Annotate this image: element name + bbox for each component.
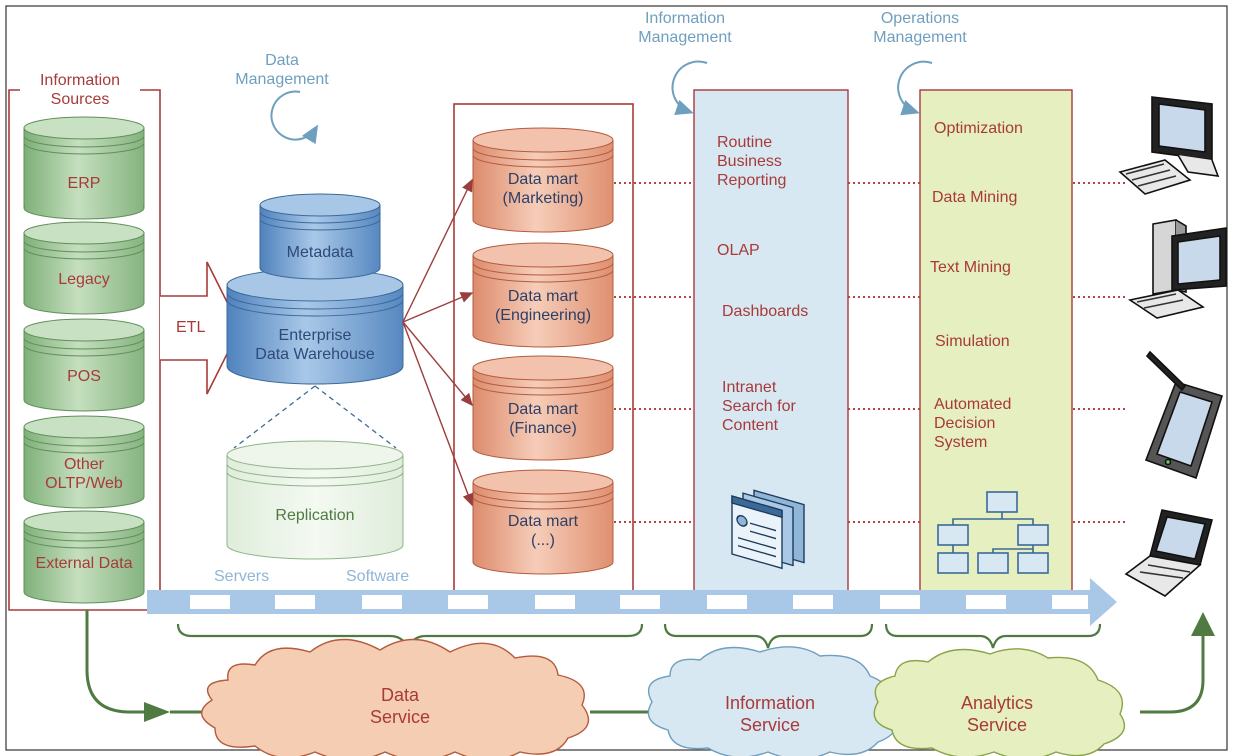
report-pages-icon <box>731 489 805 570</box>
automated-decision-label: Automated Decision System <box>934 396 1012 452</box>
flow-arrowhead-end <box>1191 612 1215 636</box>
information-management-label: Information Management <box>638 10 732 47</box>
legacy-cylinder <box>23 221 145 315</box>
outer-frame <box>5 5 1228 751</box>
data-service-label: Data Service <box>369 685 431 727</box>
simulation-label: Simulation <box>935 333 1010 350</box>
flow-arrowhead-start <box>144 702 170 722</box>
mart-marketing <box>472 127 614 233</box>
mart-engineering-label: Data mart (Engineering) <box>494 288 592 325</box>
routine-reporting-label: Routine Business Reporting <box>717 134 787 190</box>
source-legacy-label: Legacy <box>58 271 110 288</box>
tower-computer-icon <box>1127 219 1227 319</box>
software-label: Software <box>346 568 410 585</box>
olap-label: OLAP <box>717 242 760 259</box>
source-cylinders <box>23 116 145 604</box>
mart-marketing-label: Data mart (Marketing) <box>502 171 584 208</box>
information-service-label: Information Service <box>724 693 816 735</box>
servers-label: Servers <box>214 568 270 585</box>
metadata-cylinder <box>259 193 381 280</box>
data-service-cloud <box>201 638 590 756</box>
servers-software-bar <box>147 578 1117 626</box>
source-pos-label: POS <box>67 368 101 385</box>
erp-cylinder <box>23 116 145 220</box>
edw-to-mart-arrows <box>402 178 474 507</box>
information-sources-title: Information Sources <box>20 71 140 110</box>
tablet-pen-icon <box>1144 350 1224 480</box>
mart-other-label: Data mart (...) <box>507 513 579 550</box>
metadata-label: Metadata <box>286 244 354 261</box>
sources-bracket-right <box>134 89 161 592</box>
edw-cylinder <box>226 268 404 385</box>
source-external-data-label: External Data <box>35 555 133 572</box>
other-oltp-cylinder <box>23 415 145 509</box>
mart-finance-label: Data mart (Finance) <box>507 401 579 438</box>
laptop-icon <box>1124 509 1213 597</box>
external-data-cylinder <box>23 510 145 604</box>
cycle-arrow-icon <box>270 60 933 145</box>
analytics-service-label: Analytics Service <box>960 693 1034 735</box>
flow-line-end <box>1140 635 1205 714</box>
information-service-cloud <box>647 646 897 756</box>
text-mining-label: Text Mining <box>930 259 1011 276</box>
optimization-label: Optimization <box>934 120 1023 137</box>
pos-cylinder <box>23 318 145 412</box>
desktop-computer-icon <box>1118 96 1220 195</box>
mart-finance <box>472 355 614 461</box>
data-mining-label: Data Mining <box>932 189 1018 206</box>
curly-braces <box>176 623 1102 651</box>
replication-cylinder <box>226 385 404 560</box>
mart-other <box>472 469 614 575</box>
data-mart-cylinders <box>472 127 614 575</box>
source-erp-label: ERP <box>67 175 101 192</box>
hierarchy-chart-icon <box>937 491 1049 574</box>
edw-label: Enterprise Data Warehouse <box>255 327 375 364</box>
etl-label: ETL <box>176 319 206 336</box>
replication-label: Replication <box>275 507 355 524</box>
flow-line-start <box>85 610 152 714</box>
dashboards-label: Dashboards <box>722 303 809 320</box>
analytics-service-cloud <box>873 648 1126 756</box>
operations-management-label: Operations Management <box>873 10 967 47</box>
dotted-connectors <box>614 182 1128 523</box>
source-other-oltp-label: Other OLTP/Web <box>45 456 123 493</box>
data-management-label: Data Management <box>235 52 329 89</box>
intranet-search-label: Intranet Search for Content <box>722 379 796 435</box>
mart-engineering <box>472 242 614 348</box>
